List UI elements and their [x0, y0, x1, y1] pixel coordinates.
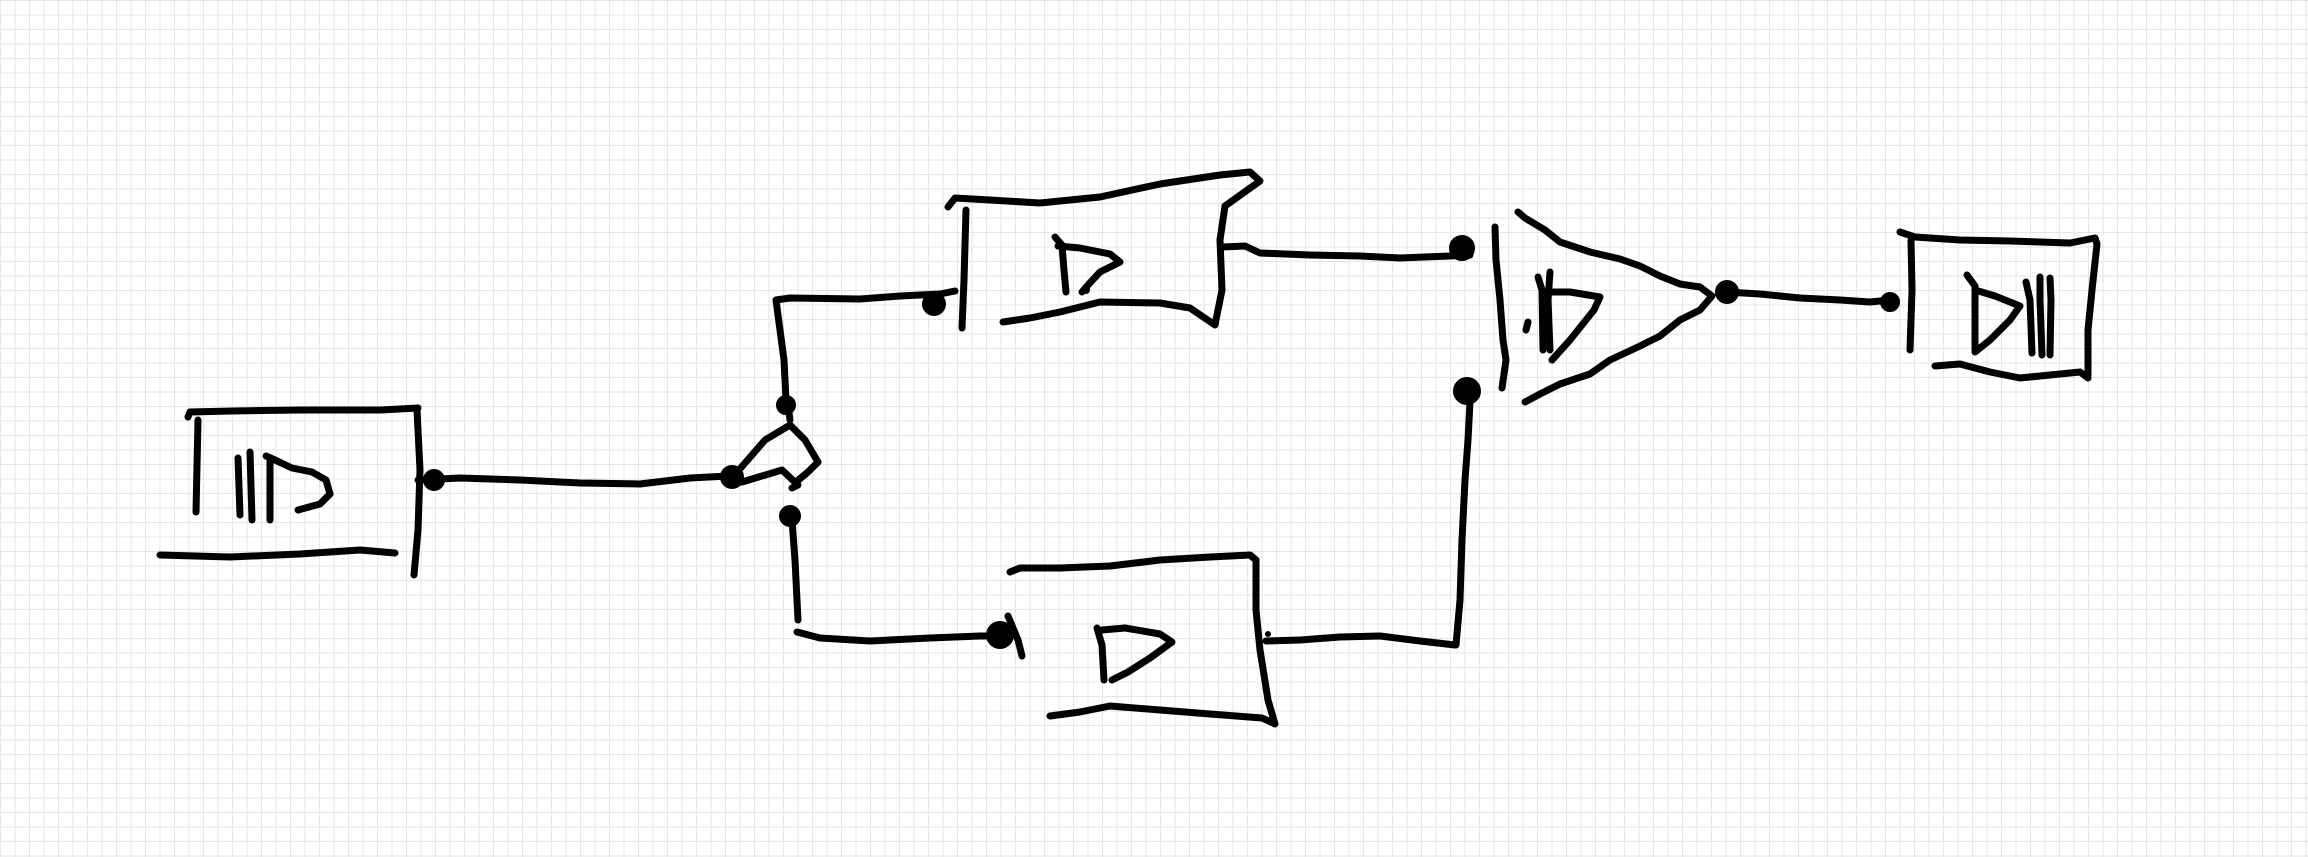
upper-stage-block[interactable] — [944, 168, 1264, 332]
sink-block[interactable] — [1896, 228, 2101, 382]
wire-combiner-to-sink — [1723, 288, 1900, 312]
splitter-node[interactable] — [720, 395, 822, 527]
source-symbol-icon — [192, 416, 334, 524]
upper-stage-symbol-icon — [1051, 233, 1124, 296]
wire-source-to-splitter — [414, 469, 732, 491]
lower-stage-block[interactable] — [1006, 551, 1279, 728]
combiner-node[interactable] — [1491, 208, 1739, 406]
source-block[interactable] — [156, 404, 424, 579]
sink-symbol-icon — [1963, 271, 2055, 359]
wire-upper-stage-to-combiner — [1219, 235, 1475, 262]
lower-stage-symbol-icon — [1093, 624, 1271, 684]
wire-splitter-to-upper-stage — [772, 287, 959, 404]
combiner-symbol-icon — [1522, 268, 1604, 364]
wire-lower-stage-to-combiner — [1262, 377, 1481, 649]
wire-splitter-to-lower-stage — [788, 516, 1026, 660]
